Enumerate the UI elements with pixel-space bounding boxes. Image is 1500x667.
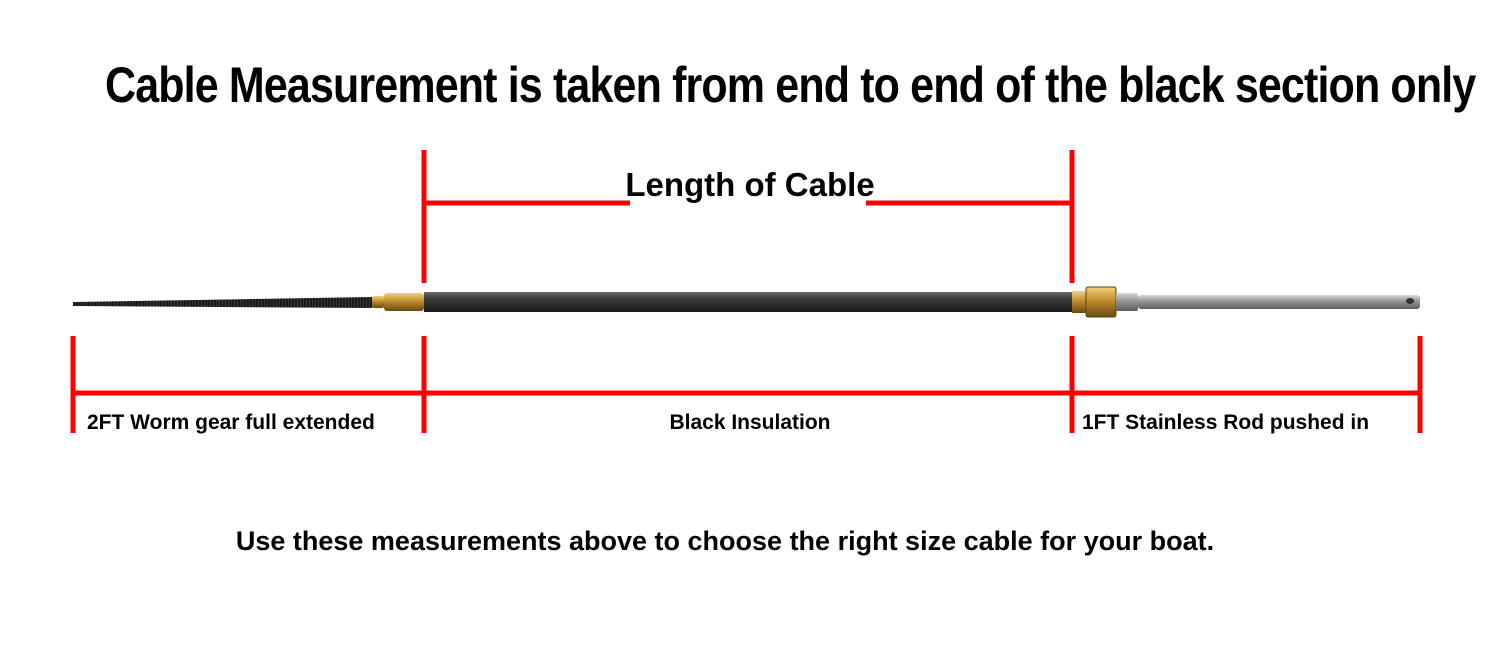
worm-gear-coil (73, 297, 372, 308)
black-insulation-label: Black Insulation (669, 411, 831, 434)
left-ferrule-collar (372, 296, 384, 308)
length-of-cable-label: Length of Cable (625, 166, 875, 203)
brass-hex-nut-body (1085, 286, 1117, 318)
brass-hex-nut (1072, 291, 1086, 313)
rod-eyelet (1406, 298, 1414, 304)
left-ferrule (384, 293, 424, 311)
black-insulation-sheath (424, 292, 1072, 312)
worm-gear-label: 2FT Worm gear full extended (87, 411, 375, 434)
stainless-rod (1138, 295, 1420, 309)
stainless-rod-label: 1FT Stainless Rod pushed in (1082, 411, 1370, 434)
footer-instruction: Use these measurements above to choose t… (235, 526, 1215, 556)
headline: Cable Measurement is taken from end to e… (105, 57, 1476, 113)
rod-collar (1116, 293, 1138, 311)
